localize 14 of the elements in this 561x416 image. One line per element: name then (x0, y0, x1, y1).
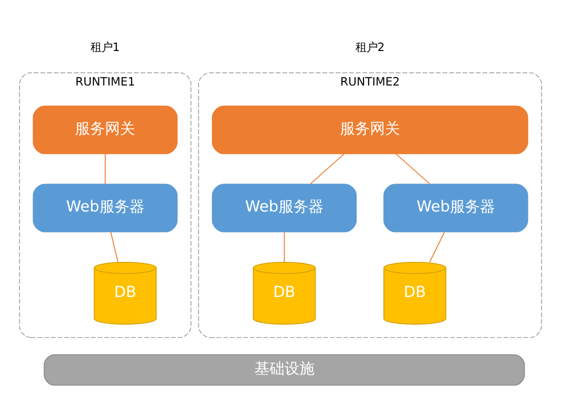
node-box: 基础设施 (44, 354, 525, 386)
node-box: Web服务器 (212, 184, 357, 232)
connector (429, 232, 445, 263)
connector (395, 153, 430, 184)
connector (310, 153, 345, 184)
connector (104, 153, 106, 184)
node-box: 服务网关 (212, 106, 528, 154)
connector (110, 232, 118, 263)
node-text: 租户2 (355, 40, 385, 54)
node-box: Web服务器 (383, 184, 528, 232)
connector (284, 232, 285, 263)
node-box: 服务网关 (32, 106, 178, 154)
node-text: 租户1 (90, 40, 120, 54)
node-box: Web服务器 (32, 184, 178, 232)
